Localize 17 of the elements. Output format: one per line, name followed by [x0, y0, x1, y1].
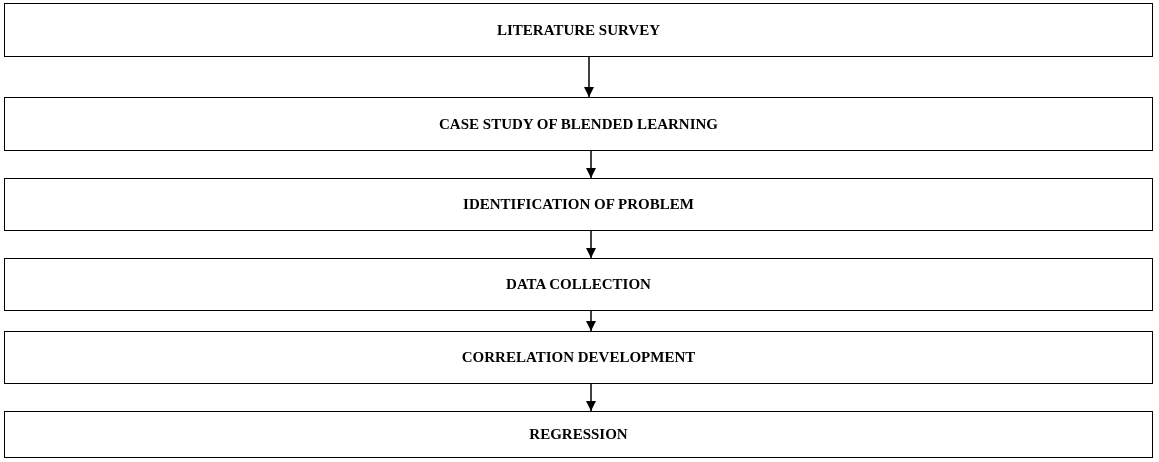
process-box	[4, 3, 1153, 57]
process-box	[4, 331, 1153, 384]
step-label: CORRELATION DEVELOPMENT	[461, 349, 696, 366]
process-box	[4, 411, 1153, 458]
process-box	[4, 258, 1153, 311]
arrow	[584, 56, 594, 98]
arrow	[586, 310, 596, 332]
step-label: DATA COLLECTION	[506, 276, 651, 293]
arrow	[586, 150, 596, 179]
step-label: IDENTIFICATION OF PROBLEM	[463, 196, 694, 213]
process-box	[4, 178, 1153, 231]
step-label: REGRESSION	[529, 426, 628, 443]
step-label: CASE STUDY OF BLENDED LEARNING	[439, 115, 718, 133]
arrow	[586, 230, 596, 259]
process-box	[4, 97, 1153, 151]
arrow	[586, 383, 596, 412]
step-label: LITERATURE SURVEY	[497, 21, 660, 39]
